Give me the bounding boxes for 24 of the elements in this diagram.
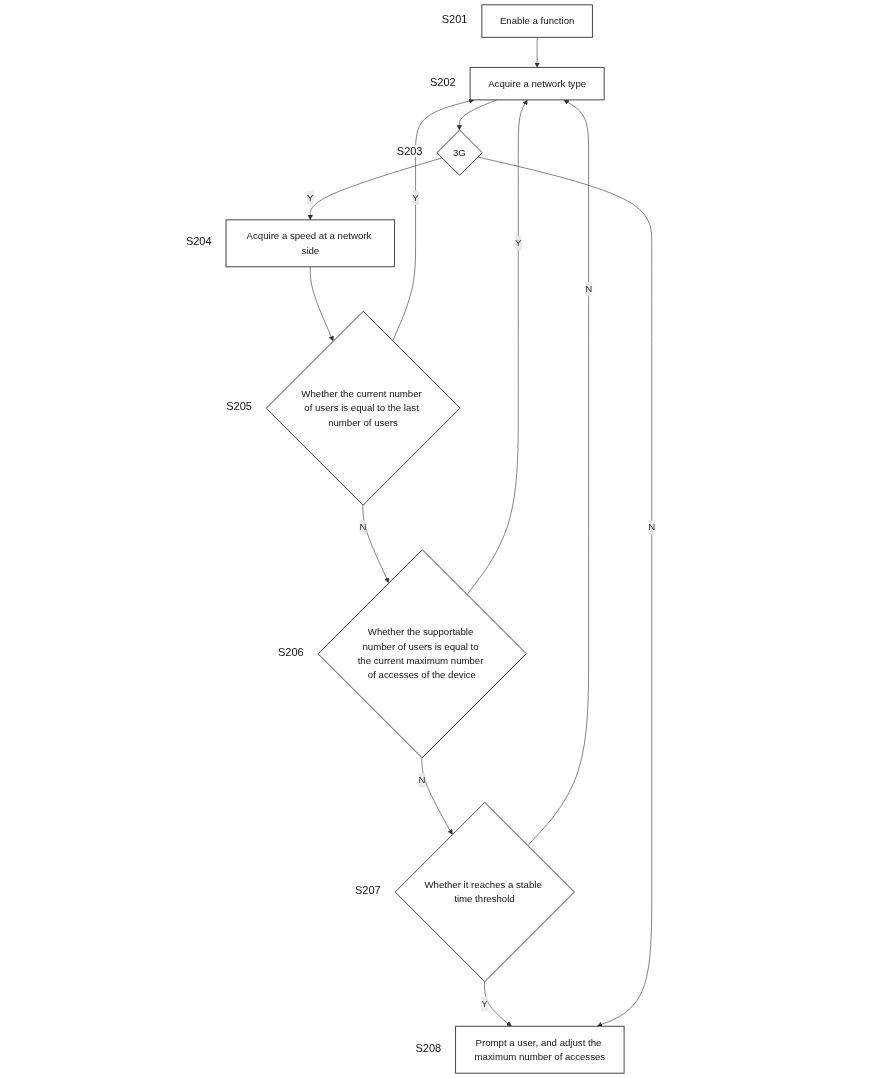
node-box: Acquire a speed at a network side bbox=[225, 219, 395, 268]
node-diamond: Whether it reaches a stable time threshold bbox=[394, 801, 575, 983]
edge-label: N bbox=[648, 521, 656, 533]
step-number: S208 bbox=[415, 1041, 442, 1054]
step-number: S201 bbox=[441, 13, 468, 26]
edge-label: Y bbox=[412, 192, 419, 203]
edge-label: Y bbox=[306, 192, 314, 203]
node-diamond: Whether the current number of users is equal to the last number of users bbox=[265, 310, 461, 506]
node-box: Acquire a network type bbox=[469, 66, 605, 101]
step-number: S203 bbox=[396, 144, 423, 157]
edge-label: N bbox=[585, 283, 592, 294]
edge-label: Y bbox=[514, 237, 522, 249]
step-number: S204 bbox=[185, 235, 212, 248]
node-diamond: Whether the supportable number of users is equal to the current maximum number of accesses of the device bbox=[317, 549, 527, 759]
step-number: S202 bbox=[429, 75, 456, 88]
step-number: S205 bbox=[226, 400, 252, 413]
step-number: S207 bbox=[355, 884, 381, 897]
edge-label: N bbox=[418, 774, 426, 785]
step-number: S206 bbox=[277, 645, 304, 658]
edge-label: Y bbox=[481, 998, 488, 1009]
node-diamond: 3G bbox=[436, 129, 483, 176]
node-box: Prompt a user, and adjust the maximum number of accesses bbox=[455, 1025, 625, 1074]
edge-label: N bbox=[359, 521, 367, 533]
node-box: Enable a function bbox=[481, 4, 593, 38]
